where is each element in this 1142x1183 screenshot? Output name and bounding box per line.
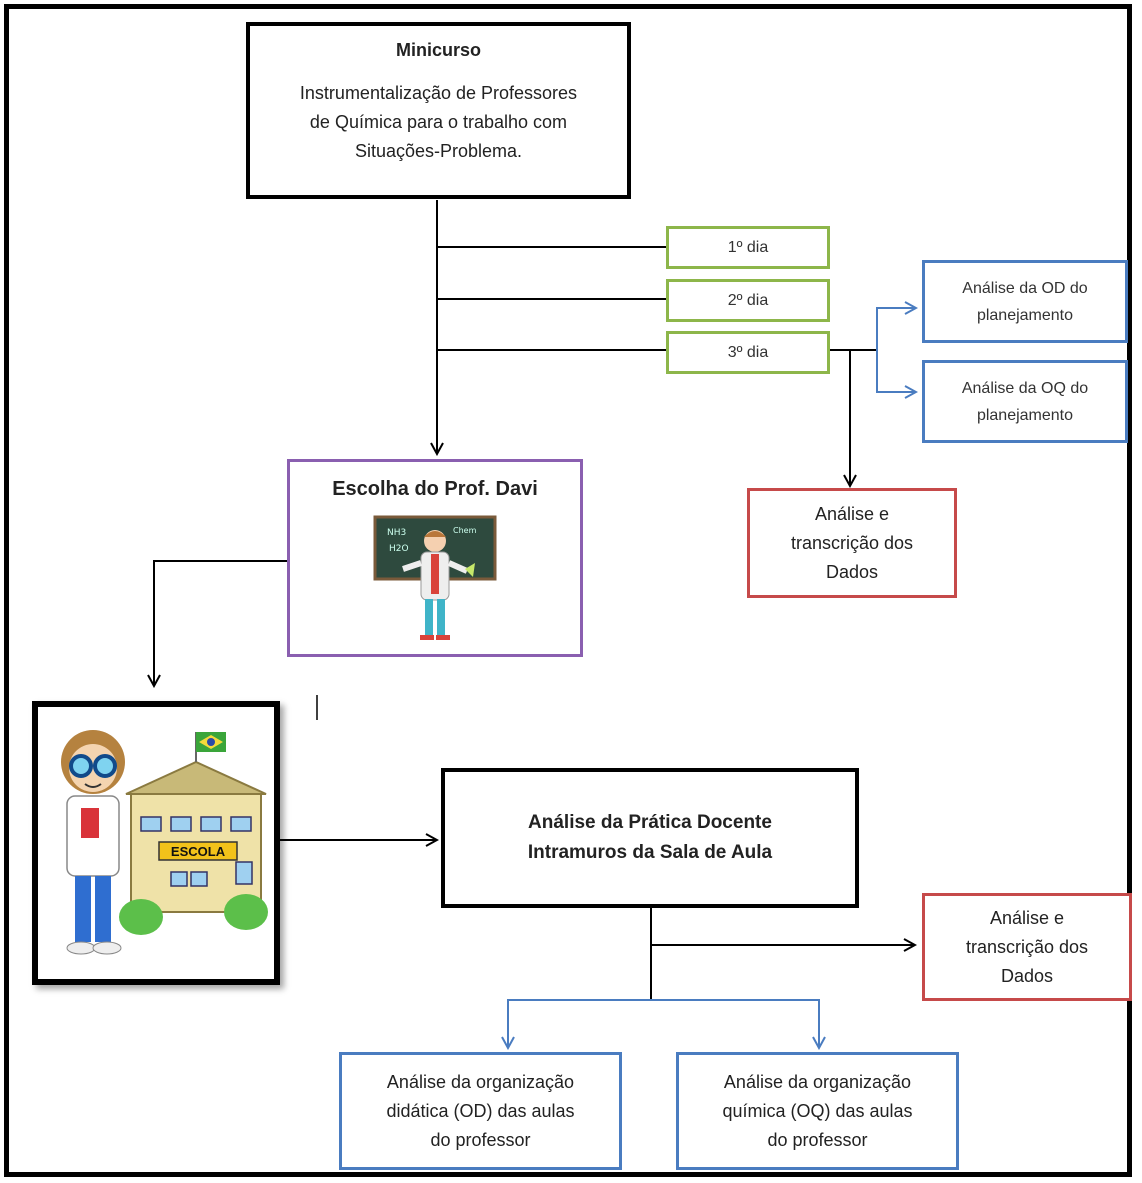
- analise-transcricao-box-2: Análise e transcrição dos Dados: [922, 893, 1132, 1001]
- day-1-box: 1º dia: [666, 226, 830, 269]
- line-to-od-planejamento: [876, 308, 916, 350]
- line-to-oq-planejamento: [876, 350, 916, 392]
- line-to-od-aulas: [508, 999, 651, 1048]
- diagram-frame: [4, 4, 1132, 1177]
- day-3-box: 3º dia: [666, 331, 830, 374]
- minicurso-box: Minicurso Instrumentalização de Professo…: [246, 22, 631, 199]
- day-2-box: 2º dia: [666, 279, 830, 322]
- od-aulas-box: Análise da organização didática (OD) das…: [339, 1052, 622, 1170]
- escolha-title: Escolha do Prof. Davi: [332, 478, 538, 500]
- teacher-at-school-illustration: ESCOLA: [61, 730, 268, 955]
- line-escolha-to-escola: [154, 560, 288, 686]
- od-planejamento-label: Análise da OD do planejamento: [962, 279, 1088, 324]
- minicurso-subtitle: Instrumentalização de Professores de Quí…: [299, 83, 578, 161]
- oq-aulas-box: Análise da organização química (OQ) das …: [676, 1052, 959, 1170]
- od-planejamento-box: Análise da OD do planejamento: [922, 260, 1128, 343]
- od-aulas-label: Análise da organização didática (OD) das…: [386, 1071, 575, 1150]
- svg-text:NH3: NH3: [387, 528, 406, 538]
- oq-planejamento-label: Análise da OQ do planejamento: [961, 379, 1089, 424]
- escolha-box: Escolha do Prof. Davi NH3 Chem H2O: [287, 459, 583, 657]
- pratica-docente-box: Análise da Prática Docente Intramuros da…: [441, 768, 859, 908]
- day-3-label: 3º dia: [727, 344, 769, 361]
- scientist-at-chalkboard-illustration: NH3 Chem H2O: [373, 515, 497, 640]
- escola-sign-text: ESCOLA: [171, 844, 226, 859]
- day-1-label: 1º dia: [727, 239, 769, 256]
- oq-aulas-label: Análise da organização química (OQ) das …: [722, 1071, 913, 1150]
- minicurso-title: Minicurso: [395, 40, 481, 60]
- svg-text:H2O: H2O: [389, 544, 409, 554]
- day-2-label: 2º dia: [727, 292, 769, 309]
- oq-planejamento-box: Análise da OQ do planejamento: [922, 360, 1128, 443]
- analise-transcricao-label-2: Análise e transcrição dos Dados: [965, 907, 1089, 986]
- teacher-at-school-box: ESCOLA: [32, 701, 280, 985]
- line-to-oq-aulas: [651, 999, 819, 1048]
- analise-transcricao-label-1: Análise e transcrição dos Dados: [790, 503, 914, 582]
- svg-text:Chem: Chem: [453, 526, 477, 535]
- pratica-docente-label: Análise da Prática Docente Intramuros da…: [527, 812, 773, 863]
- analise-transcricao-box-1: Análise e transcrição dos Dados: [747, 488, 957, 598]
